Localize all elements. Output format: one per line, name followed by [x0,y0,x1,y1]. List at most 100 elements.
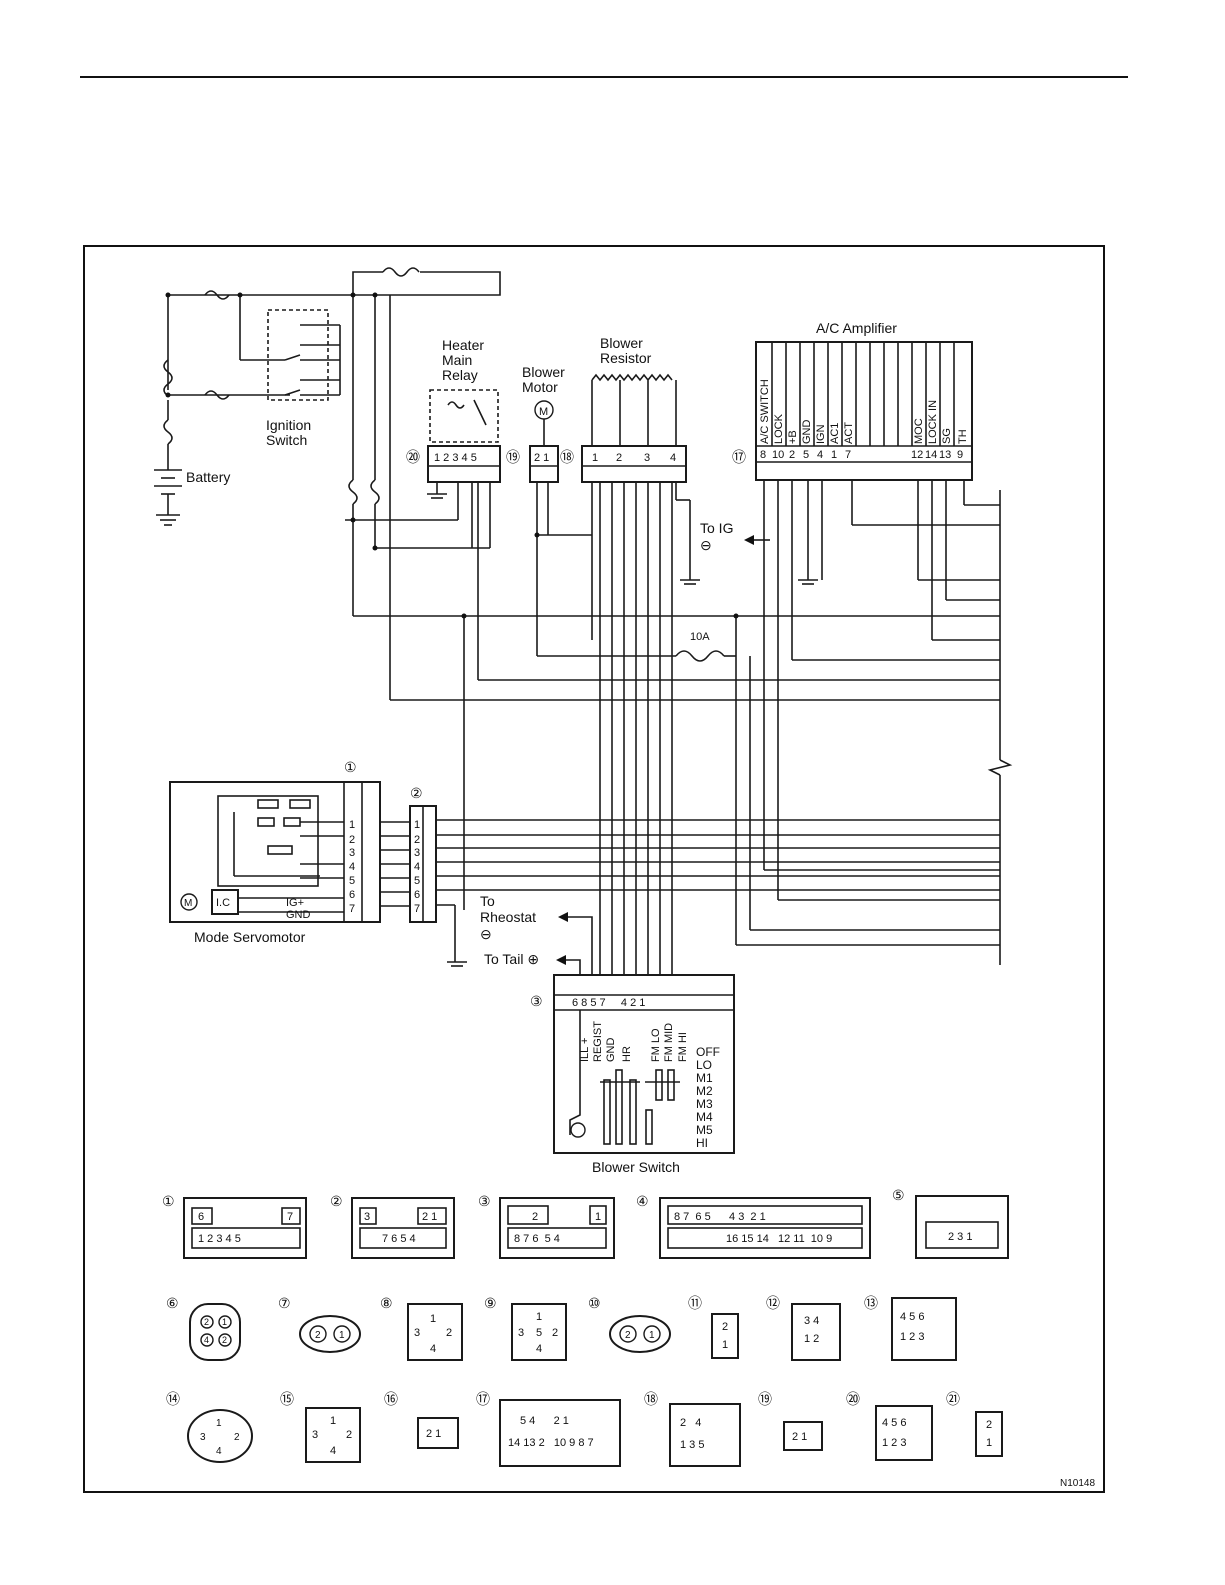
top-feed-wiring [163,267,501,616]
diagram-frame [83,245,1105,1493]
relay-coil-icon [447,399,487,426]
blower-resistor-connector [581,445,687,483]
conn2-pin-5: 5 [414,875,420,887]
to-ig-polarity: ⊖ [700,537,712,553]
conn15-p4: 4 [330,1445,336,1457]
heater-relay-dashed-box [429,389,499,443]
to-rheostat-polarity: ⊖ [480,926,492,942]
switch-term-regist: REGIST [592,1021,604,1062]
servo-motor-symbol: M [184,898,192,909]
amp-pin-1: 1 [831,449,837,461]
amp-pin-7: 7 [845,449,851,461]
conn8-p3: 3 [414,1327,420,1339]
servo-ic-box [211,889,239,915]
relay-ground-icon [427,482,447,499]
conn2-bottom: 7 6 5 4 [382,1233,416,1245]
blower-motor-symbol: M [539,406,548,418]
servo-ig-plus-label: IG+ [286,897,304,909]
callout-10: ⑩ [588,1295,601,1311]
switch-term-fm-hi: FM HI [677,1032,689,1062]
servo-gnd-label: GND [286,909,311,921]
ac-amplifier-box [755,341,973,481]
conn2-top-right: 2 1 [422,1211,437,1223]
callout-13: ⑬ [864,1295,878,1311]
callout-2: ② [410,785,423,801]
connector-8-face: ⑧ 1 3 2 4 [380,1295,463,1361]
amp-pin-2: 2 [789,449,795,461]
conn17-bottom: 14 13 2 10 9 8 7 [508,1437,594,1449]
conn16-pins: 2 1 [426,1428,441,1440]
conn20-top: 4 5 6 [882,1417,906,1429]
conn1-bottom: 1 2 3 4 5 [198,1233,241,1245]
conn14-p1: 1 [216,1418,222,1429]
to-rheostat-label-line1: To [480,893,495,909]
connector-7-face: ⑦ 2 1 [278,1295,361,1353]
servo-ground-icon [447,960,467,967]
amp-term-act: ACT [843,422,855,444]
servo-ic-label: I.C [216,897,230,909]
amp-term-plus-b: +B [787,430,799,444]
connector-18-face: ⑱ 2 4 1 3 5 [644,1391,741,1467]
conn7-p1: 2 [315,1330,321,1341]
connector-16-face: ⑯ 2 1 [384,1391,459,1449]
to-ig-label: To IG [700,520,733,536]
callout-15: ⑮ [280,1391,294,1407]
to-tail-arrow [556,955,566,965]
amp-pin-10: 10 [772,449,784,461]
conn7-p2: 1 [339,1330,345,1341]
conn2-pin-1: 1 [414,819,420,831]
servo-pin-6: 6 [349,889,355,901]
blower-switch-box [553,974,735,1154]
switch-term-gnd: GND [605,1038,617,1063]
connector-20-face: ⑳ 4 5 6 1 2 3 [846,1391,933,1461]
conn14-p4: 4 [216,1446,222,1457]
servo-pin-7: 7 [349,903,355,915]
conn21-p2: 1 [986,1437,992,1449]
conn8-p4: 4 [430,1343,436,1355]
callout-20b: ⑳ [846,1391,860,1407]
conn2-pin-6: 6 [414,889,420,901]
servo-pin-4: 4 [349,861,355,873]
callout-11: ⑪ [688,1295,702,1311]
servo-pin-2: 2 [349,834,355,846]
callout-14: ⑭ [166,1391,180,1407]
ignition-switch-label-line1: Ignition [266,417,311,433]
connector-15-face: ⑮ 1 3 2 4 [280,1391,361,1463]
switch-term-hr: HR [621,1046,633,1062]
conn2-pin-7: 7 [414,903,420,915]
servo-motor-icon [180,893,198,911]
callout-2b: ② [330,1193,343,1209]
callout-4: ④ [636,1193,649,1209]
to-tail-label: To Tail ⊕ [484,951,539,967]
blower-resistor-label-line2: Resistor [600,350,652,366]
conn2-pin-2: 2 [414,834,420,846]
conn12-top: 3 4 [804,1315,819,1327]
conn9-p2: 2 [552,1327,558,1339]
conn1-top: 6 [198,1211,204,1223]
conn10-p2: 1 [649,1330,655,1341]
resistor-ground-icon [675,482,700,585]
servo-internal-circuit [217,795,344,887]
to-rheostat-arrow [558,912,568,922]
connector-17-face: ⑰ 5 4 2 1 14 13 2 10 9 8 7 [476,1391,621,1467]
conn15-p2: 2 [346,1429,352,1441]
conn9-p3: 3 [518,1327,524,1339]
servo-pin-1: 1 [349,819,355,831]
amp-pin-14: 14 [925,449,937,461]
amp-pin-8: 8 [760,449,766,461]
conn21-p1: 2 [986,1419,992,1431]
ac-amplifier-label: A/C Amplifier [816,320,897,336]
figure-id: N10148 [1060,1478,1095,1489]
relay-pins: 1 2 3 4 5 [434,452,477,464]
connector-13-face: ⑬ 4 5 6 1 2 3 [864,1295,957,1361]
switch-pos-lo: LO [696,1058,712,1072]
callout-21: ㉑ [946,1391,960,1407]
blower-motor-label-line1: Blower [522,364,565,380]
callout-17b: ⑰ [476,1391,490,1407]
conn15-p1: 1 [330,1415,336,1427]
heater-relay-label-line3: Relay [442,367,478,383]
switch-term-fm-mid: FM MID [663,1023,675,1062]
callout-3: ③ [530,993,543,1009]
relay-connector [427,445,501,483]
conn10-p1: 2 [625,1330,631,1341]
